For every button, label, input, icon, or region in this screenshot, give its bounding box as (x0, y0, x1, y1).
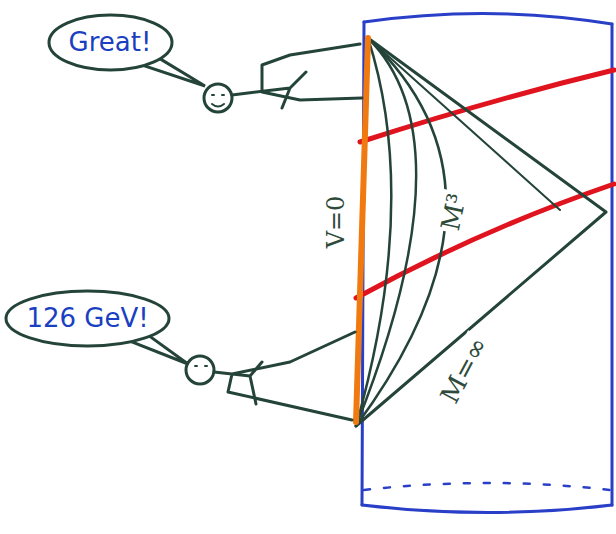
face (212, 95, 224, 107)
face (195, 365, 207, 367)
cylinder-bottom (362, 505, 612, 513)
slice-curve (356, 38, 391, 426)
cylinder-top (364, 13, 612, 24)
slice-curve (368, 38, 560, 210)
speech-text: Great! (69, 28, 152, 57)
speech-bubble: Great! (47, 13, 174, 72)
wedge (356, 38, 606, 426)
stick-head (204, 84, 232, 112)
red-line (356, 184, 614, 298)
stick-head (186, 356, 214, 384)
cylinder-right (611, 24, 614, 505)
speech-text: 126 GeV! (26, 304, 148, 333)
stick-body (232, 44, 362, 108)
slice-curve (356, 38, 416, 426)
speech-bubble: 126 GeV! (4, 289, 171, 348)
boundary-line (356, 38, 368, 422)
math-label: M³ (435, 189, 473, 235)
math-label: V=0 (322, 194, 350, 251)
cylinder-back (364, 483, 610, 490)
math-label: M=∞ (433, 330, 494, 409)
stick-body (214, 332, 355, 420)
